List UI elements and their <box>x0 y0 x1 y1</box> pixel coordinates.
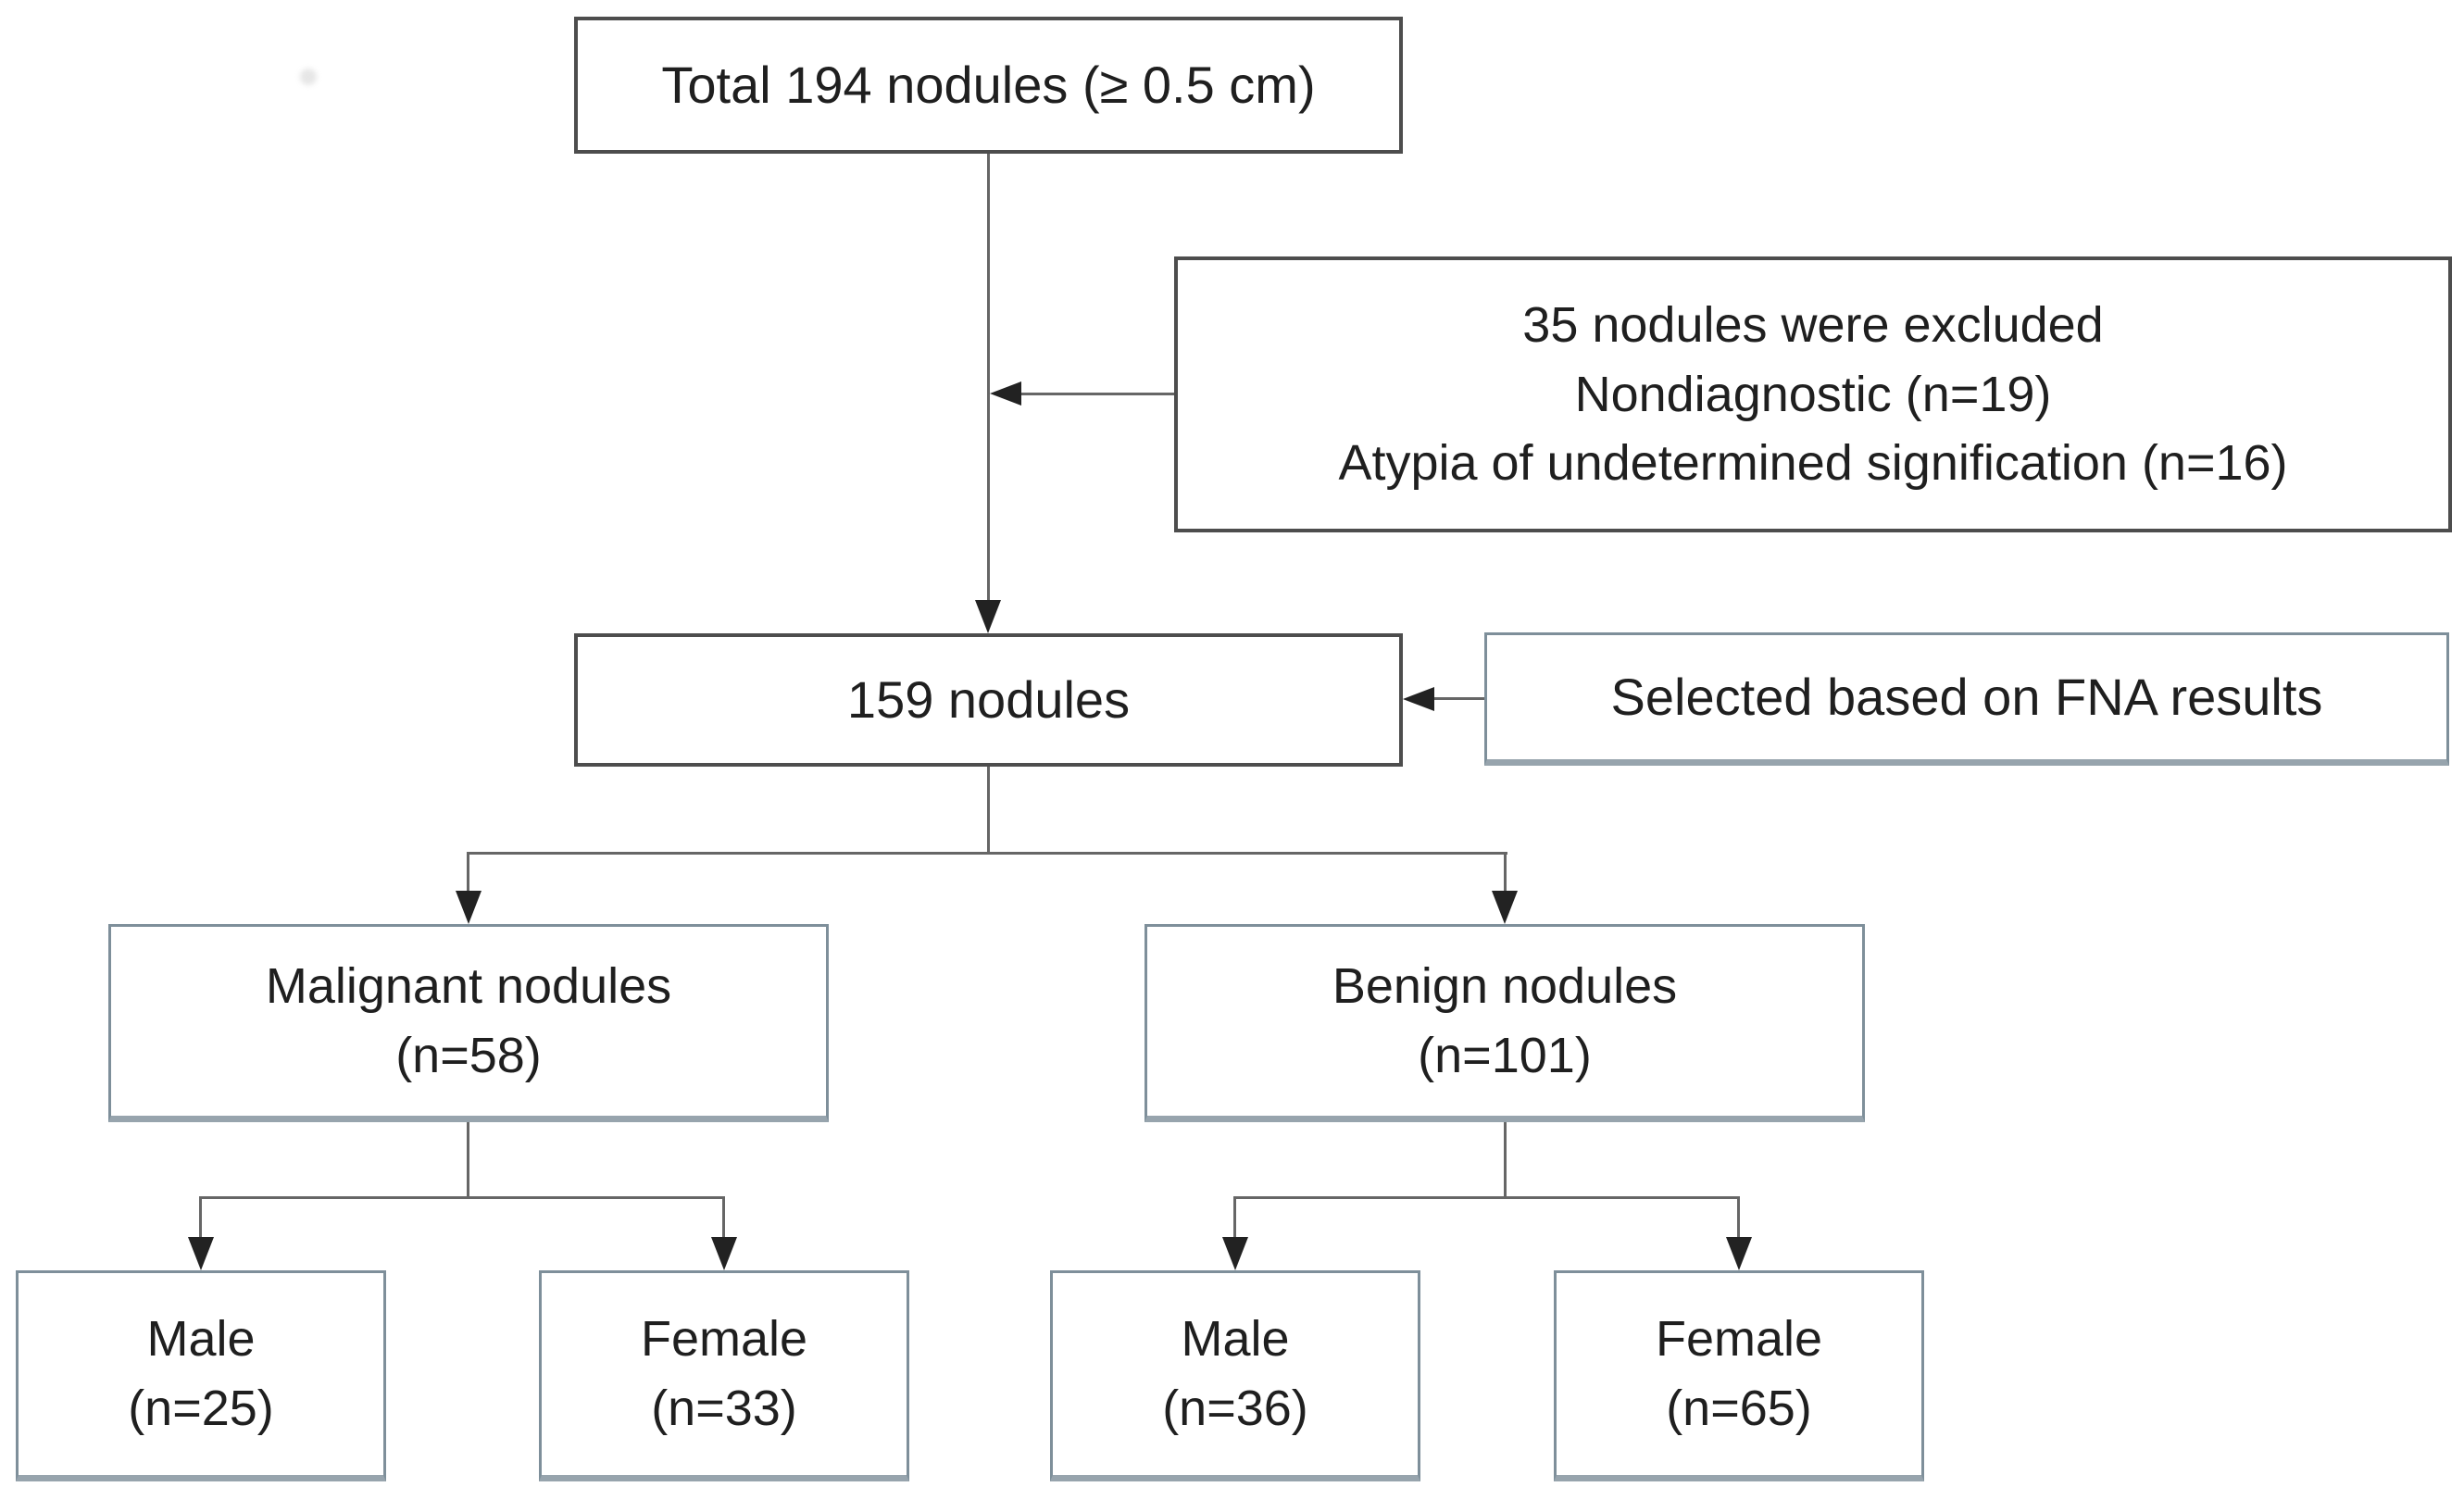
node-total-nodules: Total 194 nodules (≥ 0.5 cm) <box>574 17 1403 154</box>
arrow-down-icon <box>711 1237 737 1270</box>
arrow-left-icon <box>1403 687 1434 711</box>
connector-to-malignant-male <box>199 1196 202 1241</box>
malignant-count: (n=58) <box>395 1028 542 1083</box>
excluded-line-2: Nondiagnostic (n=19) <box>1574 366 2052 422</box>
total-nodules-label: Total 194 nodules (≥ 0.5 cm) <box>661 56 1316 115</box>
connector-cohort-down <box>987 767 990 855</box>
connector-to-benign <box>1504 852 1507 894</box>
connector-benign-down <box>1504 1122 1507 1198</box>
connector-to-benign-male <box>1233 1196 1236 1241</box>
benign-male-count: (n=36) <box>1162 1381 1308 1436</box>
connector-split-malignant-sex <box>201 1196 724 1199</box>
malignant-male-name: Male <box>146 1311 256 1368</box>
node-benign-female: Female (n=65) <box>1554 1270 1924 1481</box>
benign-count: (n=101) <box>1418 1028 1592 1083</box>
connector-fna-to-cohort <box>1434 697 1484 700</box>
excluded-line-1: 35 nodules were excluded <box>1522 297 2104 354</box>
malignant-name: Malignant nodules <box>265 958 672 1015</box>
node-fna-note: Selected based on FNA results <box>1484 632 2449 766</box>
node-cohort-159: 159 nodules <box>574 633 1403 767</box>
connector-split-malignant-benign <box>469 852 1507 855</box>
malignant-male-count: (n=25) <box>128 1381 274 1436</box>
benign-female-name: Female <box>1655 1311 1823 1368</box>
benign-male-name: Male <box>1181 1311 1290 1368</box>
node-malignant: Malignant nodules (n=58) <box>108 924 829 1122</box>
cohort-label: 159 nodules <box>846 670 1131 730</box>
benign-name: Benign nodules <box>1332 958 1678 1015</box>
node-benign-male: Male (n=36) <box>1050 1270 1420 1481</box>
node-excluded-nodules: 35 nodules were excluded Nondiagnostic (… <box>1174 256 2452 532</box>
connector-to-benign-female <box>1737 1196 1740 1241</box>
arrow-down-icon <box>1222 1237 1248 1270</box>
excluded-line-3: Atypia of undetermined signification (n=… <box>1338 435 2288 492</box>
arrow-down-icon <box>1726 1237 1752 1270</box>
node-benign: Benign nodules (n=101) <box>1144 924 1865 1122</box>
arrow-down-icon <box>456 891 482 924</box>
connector-to-malignant <box>467 852 469 894</box>
malignant-female-count: (n=33) <box>651 1381 797 1436</box>
node-malignant-female: Female (n=33) <box>539 1270 909 1481</box>
arrow-down-icon <box>188 1237 214 1270</box>
arrow-left-icon <box>990 381 1021 406</box>
malignant-female-name: Female <box>640 1311 808 1368</box>
connector-excluded-to-main <box>1019 393 1174 395</box>
connector-split-benign-sex <box>1235 1196 1739 1199</box>
connector-to-malignant-female <box>722 1196 725 1241</box>
arrow-down-icon <box>975 600 1001 633</box>
connector-malignant-down <box>467 1122 469 1198</box>
arrow-down-icon <box>1492 891 1518 924</box>
fna-note-label: Selected based on FNA results <box>1610 668 2323 727</box>
benign-female-count: (n=65) <box>1666 1381 1812 1436</box>
connector-total-to-cohort <box>987 154 990 606</box>
image-artifact-speck <box>300 69 317 85</box>
node-malignant-male: Male (n=25) <box>16 1270 386 1481</box>
